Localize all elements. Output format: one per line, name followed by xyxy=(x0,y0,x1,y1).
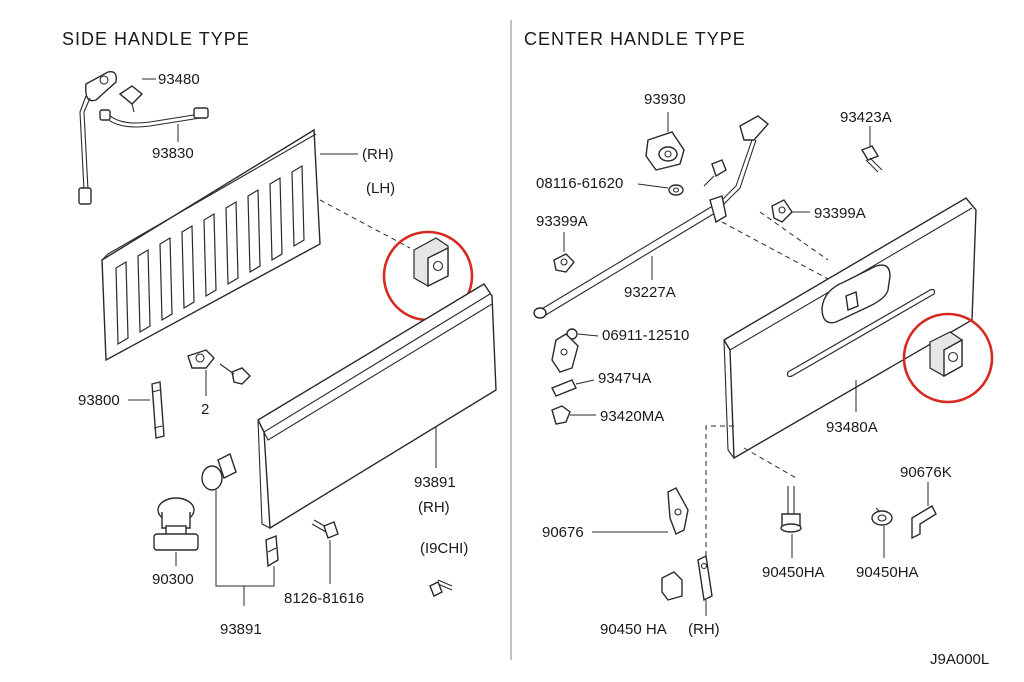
bolt-8126 xyxy=(311,519,339,539)
label-8126-81616: 8126-81616 xyxy=(284,590,364,607)
label-93891-bottom: 93891 xyxy=(220,621,262,638)
washer-90450HA-right xyxy=(871,507,893,526)
bracket-93800 xyxy=(151,381,165,439)
rod-end-top xyxy=(715,115,770,209)
lever-center xyxy=(551,333,579,373)
washer-08116 xyxy=(668,184,684,196)
label-93227A: 93227A xyxy=(624,284,676,301)
label-90300: 90300 xyxy=(152,571,194,588)
cable-93830 xyxy=(99,107,209,128)
label-rh-mid: (RH) xyxy=(418,499,450,516)
label-rh-top: (RH) xyxy=(362,146,394,163)
side-handle-title: SIDE HANDLE TYPE xyxy=(62,29,250,49)
label-06911-12510: 06911-12510 xyxy=(602,327,689,344)
hinge-rh-bottom xyxy=(697,554,713,602)
label-90450HA-bottom: 90450 HA xyxy=(600,621,667,638)
label-93930: 93930 xyxy=(644,91,686,108)
stud-90450HA-mid xyxy=(780,486,802,533)
label-93480A: 93480A xyxy=(826,419,878,436)
diagram-code: J9A000L xyxy=(930,651,989,668)
clip-93399A-left xyxy=(553,253,575,273)
label-90676: 90676 xyxy=(542,524,584,541)
bumper-90300 xyxy=(153,497,199,551)
label-lh-small: (I9CHI) xyxy=(420,540,468,557)
label-93399A-right: 93399A xyxy=(814,205,866,222)
label-lh-top: (LH) xyxy=(366,180,395,197)
panel-slots xyxy=(115,164,305,346)
bolt-center-top xyxy=(703,159,727,187)
tailgate-groove xyxy=(786,288,936,378)
label-90450HA-mid: 90450HA xyxy=(762,564,825,581)
label-93423A: 93423A xyxy=(840,109,892,126)
outer-panel xyxy=(257,283,497,530)
nut-93420MA xyxy=(551,405,571,425)
label-90676K: 90676K xyxy=(900,464,952,481)
rod-93227A xyxy=(533,195,727,319)
label-rh-bottom: (RH) xyxy=(688,621,720,638)
clip-90676K xyxy=(911,505,937,540)
label-08116-61620: 08116-61620 xyxy=(536,175,623,192)
hinge-2 xyxy=(187,349,251,385)
label-93399A-left: 93399A xyxy=(536,213,588,230)
clip-93480 xyxy=(118,85,144,113)
block-90450HA-bottom xyxy=(661,571,683,601)
red-highlight-circle-right xyxy=(902,312,994,404)
nut-06911 xyxy=(566,328,578,340)
lever-90676 xyxy=(667,487,689,535)
label-93800: 93800 xyxy=(78,392,120,409)
center-handle-title: CENTER HANDLE TYPE xyxy=(524,29,746,49)
label-93480: 93480 xyxy=(158,71,200,88)
label-93427A: 9347ЧA xyxy=(598,370,651,387)
bolt-lh xyxy=(429,579,453,597)
hinge-93891 xyxy=(201,453,279,568)
inner-panel-louvered xyxy=(101,128,321,362)
handle-bracket-93930 xyxy=(645,131,685,171)
rod-bracket-93480 xyxy=(78,71,118,205)
bolt-93423A xyxy=(860,145,883,173)
clip-93399A-right xyxy=(771,199,793,223)
label-2: 2 xyxy=(201,401,209,418)
label-90450HA-right: 90450HA xyxy=(856,564,919,581)
label-93420MA: 93420MA xyxy=(600,408,664,425)
label-93830: 93830 xyxy=(152,145,194,162)
highlighted-clip-right xyxy=(902,312,994,404)
pin-93427A xyxy=(551,379,577,397)
label-93891-right: 93891 xyxy=(414,474,456,491)
